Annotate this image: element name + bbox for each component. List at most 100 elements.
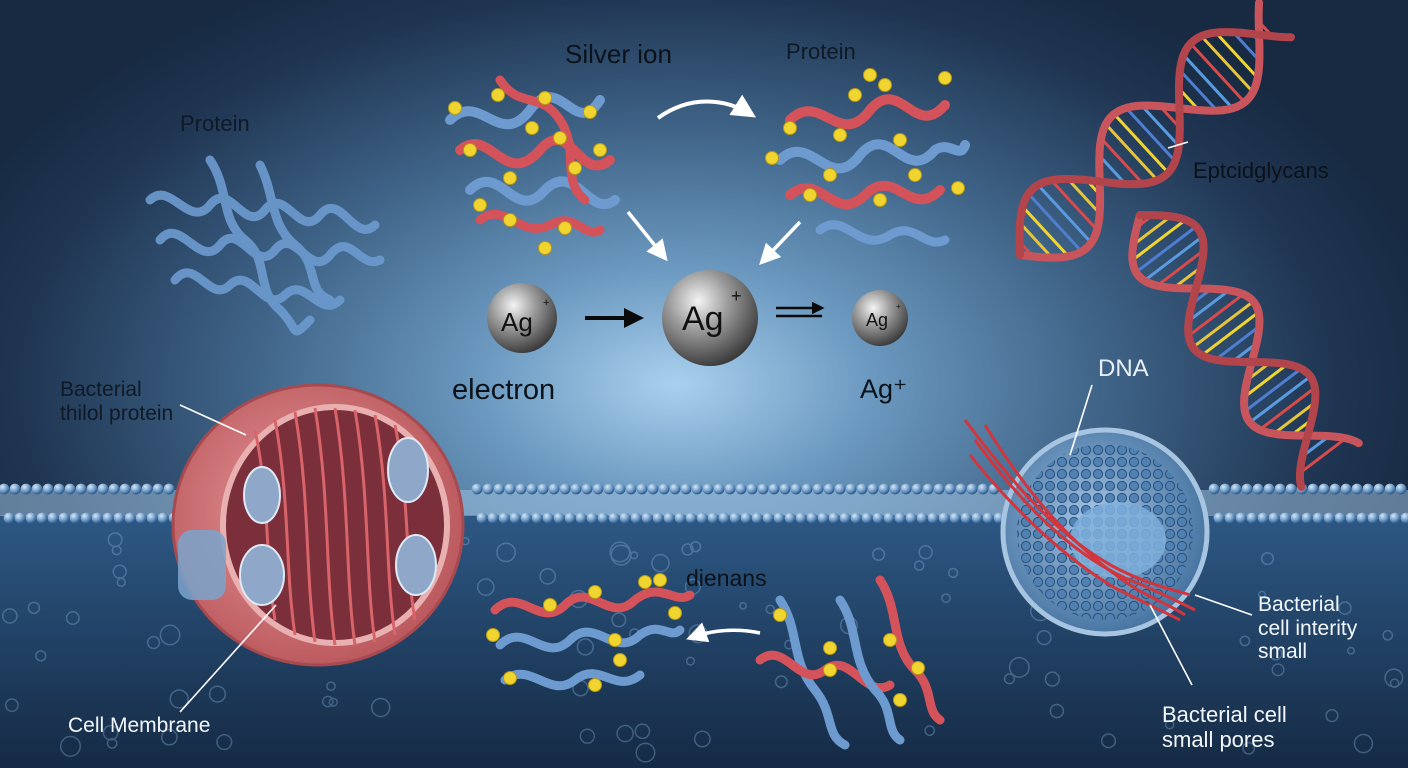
membrane-head [141,483,153,495]
membrane-head [3,512,15,524]
membrane-head [42,483,54,495]
bubble [1003,673,1016,685]
sulfur-atom [613,653,627,667]
bubble [689,541,702,553]
ion-center-symbol: Ag [682,300,724,338]
sulfur-atoms-top [448,68,965,255]
membrane-head [795,512,807,524]
membrane-head [91,512,103,524]
dna-base-pair [1135,225,1198,274]
dna-base-pair [1178,69,1219,112]
bubble [1258,590,1266,599]
sulfur-atom [503,213,517,227]
sulfur-atom [908,168,922,182]
membrane-head [977,483,989,495]
sulfur-atom [883,633,897,647]
bubble [576,638,594,656]
silver-ion-center: Ag + [662,270,758,366]
membrane-head [531,512,543,524]
bubble [208,685,227,703]
membrane-head [872,512,884,524]
bubble [4,698,19,713]
membrane-head [839,512,851,524]
membrane-head [20,483,32,495]
bacterial-cell-right [963,419,1210,637]
sulfur-atom [833,128,847,142]
sulfur-atom [783,121,797,135]
bubble [328,697,338,707]
bubble [616,724,634,743]
bubble [635,742,656,763]
membrane-head [124,512,136,524]
membrane-head [592,483,604,495]
membrane-head [850,512,862,524]
bubble [146,635,161,650]
membrane-head [768,483,780,495]
dna-base-pair [1243,367,1303,413]
membrane-head [1219,483,1231,495]
protein-complex-top-left [445,75,620,237]
membrane-head [509,512,521,524]
sulfur-atom [863,68,877,82]
sulfur-atom [473,198,487,212]
dna-base-pair [1187,289,1230,323]
arrow-dienans [686,622,761,643]
sulfur-atom [893,133,907,147]
membrane-head [652,512,664,524]
bubble [27,601,41,615]
dna-strand [1015,28,1295,259]
silver-ion-right: Ag + [852,290,908,346]
bubble [1389,678,1400,689]
membrane-head [812,483,824,495]
curved-arrow-top [656,94,757,120]
dna-base-pair [1214,31,1259,79]
membrane-head [1235,512,1247,524]
sulfur-atom [893,693,907,707]
membrane-head [878,483,890,495]
membrane-head [130,483,142,495]
dna-base-pair [1189,42,1246,104]
membrane-head [471,483,483,495]
membrane-head [1389,512,1401,524]
label-dienans: dienans [686,565,767,591]
membrane-head [751,512,763,524]
bubble [102,724,119,741]
membrane-head [971,512,983,524]
membrane-head [779,483,791,495]
bubble [685,656,696,666]
membrane-head [894,512,906,524]
sulfur-atom [463,143,477,157]
membrane-head [966,483,978,495]
bubble [630,551,639,560]
bubble [1239,635,1251,647]
membrane-head [707,512,719,524]
sulfur-atom [638,575,652,589]
bubble [1049,703,1065,719]
membrane-head [806,512,818,524]
membrane-head [1246,512,1258,524]
dna-base-pair [1098,154,1127,185]
membrane-head [487,512,499,524]
dna-base-pair [1140,104,1180,147]
membrane-head [905,512,917,524]
membrane-head [636,483,648,495]
sulfur-atom [503,171,517,185]
bubble [1044,671,1060,687]
sulfur-atom [568,161,582,175]
membrane-head [834,483,846,495]
membrane-head [1230,483,1242,495]
membrane-head [790,483,802,495]
membrane-head [75,483,87,495]
membrane-head [1252,483,1264,495]
bubble [116,577,126,588]
membrane-head [64,483,76,495]
membrane-head [889,483,901,495]
dna-strand [1136,211,1320,491]
dna-base-pair [1156,249,1205,287]
label-peptidoglycans: Eptcidglycans [1193,158,1329,183]
bubble [496,542,516,563]
dna-base-pair [1131,218,1187,262]
membrane-head [97,483,109,495]
membrane-head [674,512,686,524]
bubble [106,737,118,749]
